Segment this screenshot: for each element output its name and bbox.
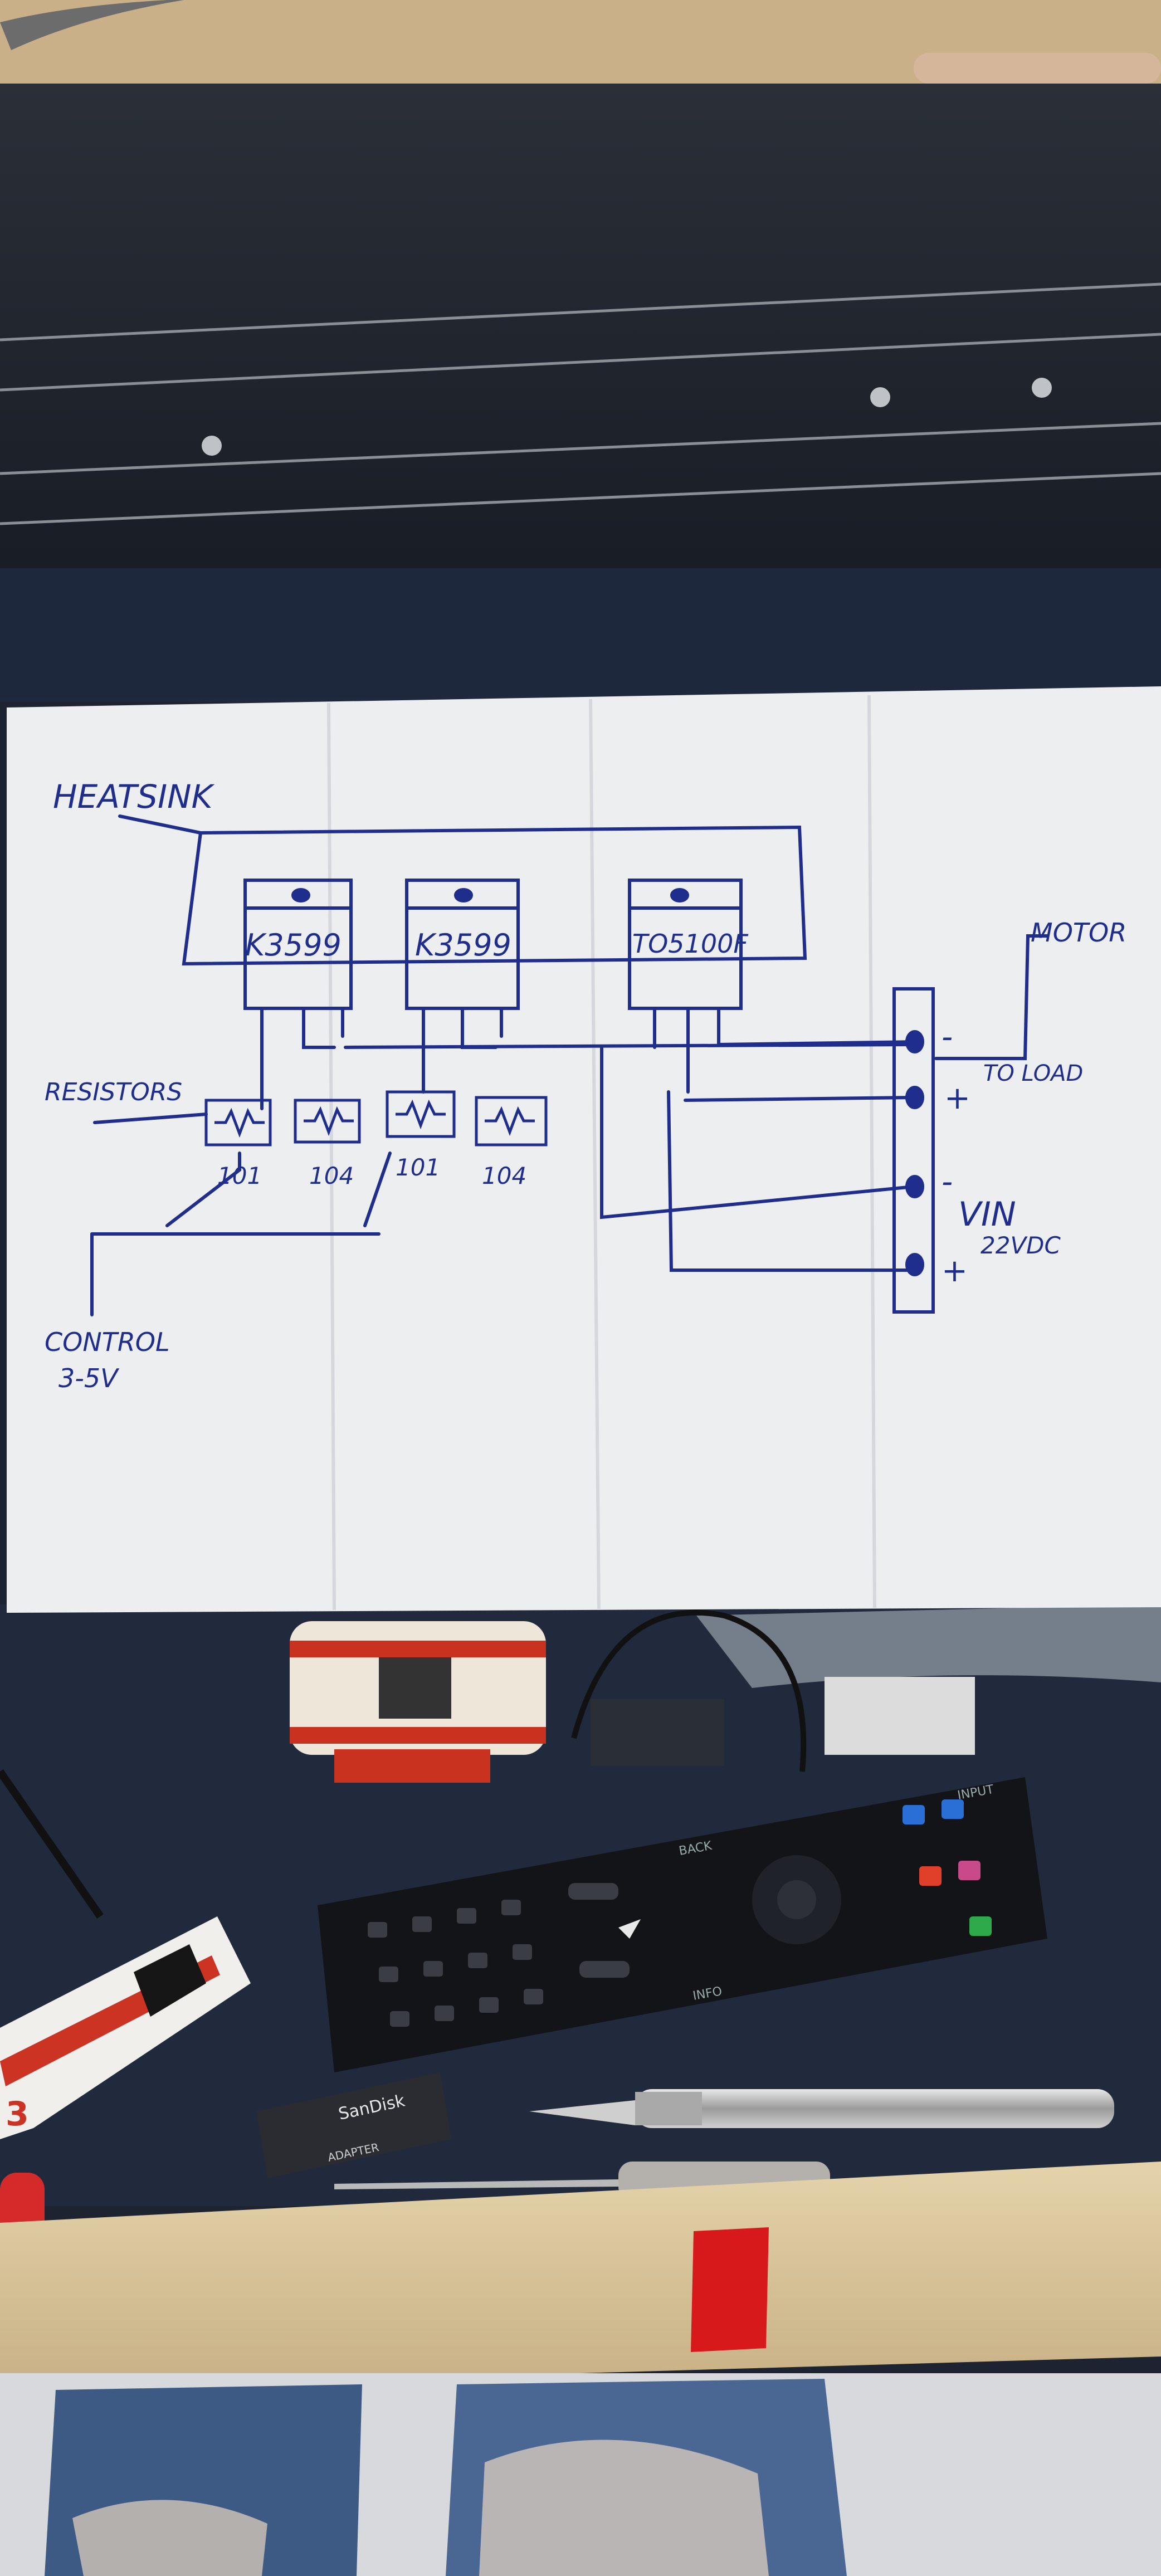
q2-label: K3599 [415,928,511,963]
terminal-strip [892,987,935,1314]
mosfet-q2 [405,879,520,1010]
plastic-sheet [696,1604,1161,1688]
q3-label: TO5100F [632,929,748,959]
remote-app-button [942,1799,964,1819]
r2-value: 104 [309,1162,354,1189]
r4-value: 104 [482,1162,526,1189]
red-tape [691,2227,769,2352]
resistor-r2 [294,1099,361,1144]
remote-play-icon [618,1919,641,1939]
paper-fold [589,699,601,1609]
jeans-rip [72,2500,267,2576]
remote-app-button [969,1916,992,1936]
vin-label: VIN [958,1195,1016,1234]
slot-car [290,1621,546,1783]
car-guide [379,1657,451,1719]
mosfet-q1 [243,879,353,1010]
control-label: CONTROL [45,1327,170,1357]
hobby-knife [529,2089,1114,2128]
black-tape [591,1699,724,1766]
schematic-wires [90,814,1049,1316]
carpet-top [0,568,1161,702]
tv-remote: BACK INPUT INFO [318,1777,1047,2072]
workbench-edge [0,2162,1161,2390]
to-load-label: TO LOAD [983,1061,1083,1086]
slot-car-white: 3 [0,1916,251,2139]
remote-app-button [919,1866,942,1886]
control-voltage: 3-5V [58,1363,120,1393]
cable [0,0,184,50]
sd-adapter: SanDisk ADAPTER [256,2072,451,2178]
terminal-2-polarity: + [944,1080,970,1116]
heatsink-label: HEATSINK [53,778,214,816]
remote-app-button [958,1861,980,1880]
resistor-r1 [204,1099,272,1146]
terminal-1-polarity: - [942,1019,953,1055]
motor-label: MOTOR [1031,918,1126,948]
r1-value: 101 [217,1162,262,1189]
track-lanes [0,282,1161,525]
terminal-3-polarity: - [942,1164,953,1200]
paper-fold [327,702,336,1611]
q1-label: K3599 [245,928,342,963]
car-number: 3 [6,2095,29,2134]
resistors-label: RESISTORS [45,1078,182,1106]
remote-app-button [903,1805,925,1824]
vin-voltage: 22VDC [980,1232,1061,1259]
resistor-r4 [475,1096,548,1146]
paper-sheet [7,686,1161,1613]
probe [0,1769,104,1919]
paper-fold [867,695,876,1608]
jeans-rip [479,2440,769,2576]
terminal-4-polarity: + [942,1253,968,1289]
tube [914,53,1161,84]
wire-loop [571,1609,807,1772]
r3-value: 101 [396,1154,440,1181]
track-screws [202,378,1052,456]
resistor-r3 [386,1090,456,1138]
mosfet-q3 [628,879,743,1010]
white-tag [825,1677,975,1755]
